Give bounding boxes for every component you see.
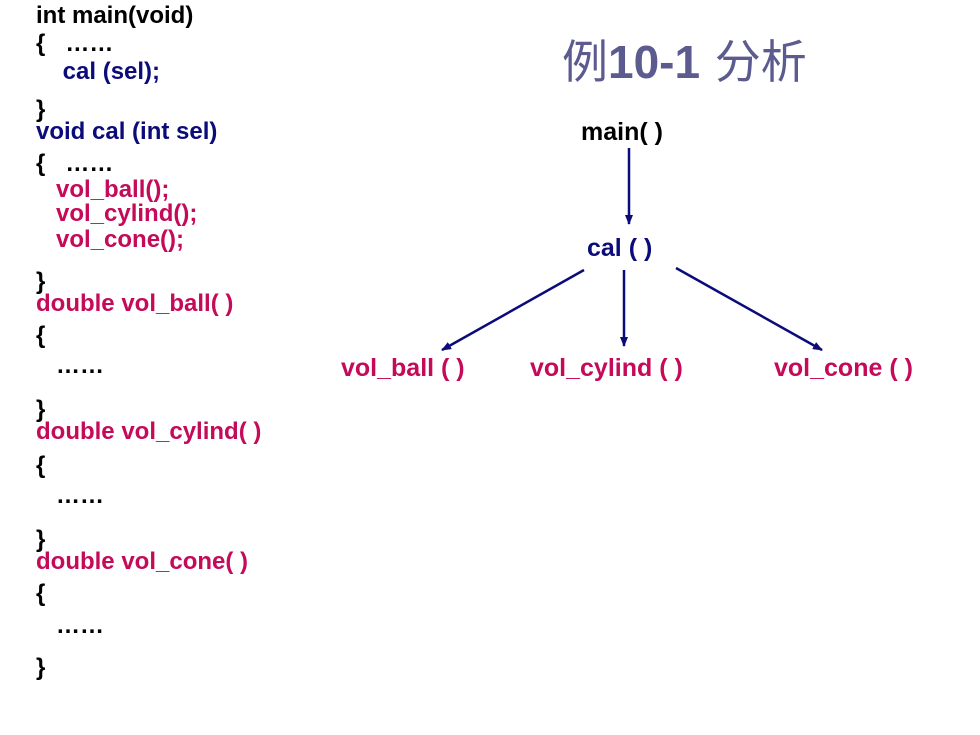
code-line: { — [36, 322, 46, 349]
node-vol-cylind: vol_cylind ( ) — [530, 354, 683, 382]
code-line: …… — [36, 482, 105, 509]
code-line: …… — [36, 612, 105, 639]
code-line: …… — [36, 352, 105, 379]
slide-title: 例10-1 分析 — [562, 34, 807, 90]
code-line: { …… — [36, 30, 114, 57]
code-line: } — [36, 526, 46, 553]
node-main: main( ) — [581, 118, 663, 146]
code-line: } — [36, 96, 46, 123]
node-vol-cone: vol_cone ( ) — [774, 354, 913, 382]
edge-cal-to-vol-ball — [441, 268, 585, 352]
title-prefix: 例 — [562, 35, 608, 89]
code-line: int main(void) — [36, 2, 194, 29]
code-line: double vol_ball( ) — [36, 290, 234, 317]
code-line: } — [36, 268, 46, 295]
code-line: double vol_cylind( ) — [36, 418, 262, 445]
code-line: double vol_cone( ) — [36, 548, 249, 575]
node-vol-ball: vol_ball ( ) — [341, 354, 465, 382]
title-suffix: 分析 — [700, 35, 807, 89]
code-line: void cal (int sel) — [36, 118, 218, 145]
code-line: { — [36, 580, 46, 607]
code-line: vol_ball(); — [36, 176, 170, 203]
code-line: { …… — [36, 150, 114, 177]
edge-cal-to-vol-cone — [675, 266, 823, 352]
code-line: vol_cylind(); — [36, 200, 198, 227]
code-line: } — [36, 654, 46, 681]
code-line: } — [36, 396, 46, 423]
code-line: vol_cone(); — [36, 226, 185, 253]
node-cal: cal ( ) — [587, 234, 653, 262]
code-line: { — [36, 452, 46, 479]
code-line: cal (sel); — [36, 58, 161, 85]
title-number: 10-1 — [608, 36, 701, 88]
